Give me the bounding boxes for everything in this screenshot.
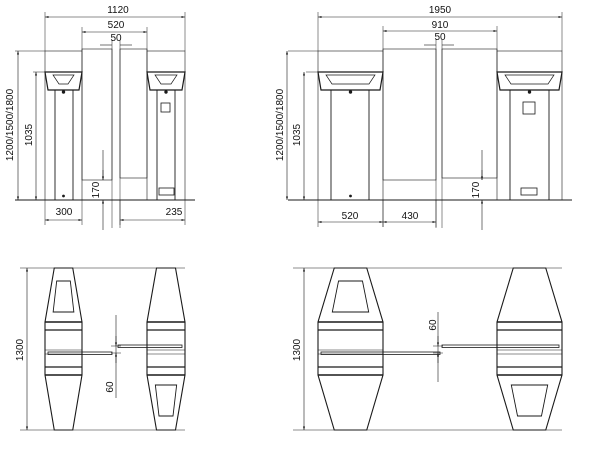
right-cabinet-head-inner: [154, 74, 178, 85]
right-cabinet-housing: [146, 50, 186, 201]
right-cabinet-head-inner: [504, 74, 555, 85]
left-cabinet-head: [44, 71, 83, 91]
right-gate-arm: [117, 344, 183, 348]
dim-overall-width-wide: 1950: [429, 5, 452, 16]
dim-panel-clearance-wide: 170: [471, 181, 482, 198]
right-cabinet-body: [509, 89, 550, 201]
dim-left-cabinet-width-narrow: 300: [56, 207, 73, 218]
dim-cabinet-height-narrow: 1035: [24, 123, 35, 146]
left-cabinet-bolt-icon: [62, 194, 65, 198]
dim-depth-narrow: 1300: [15, 338, 26, 361]
dim-cabinet-height-wide: 1035: [292, 123, 303, 146]
dim-overall-width-narrow: 1120: [107, 5, 129, 16]
left-gate-arm: [320, 351, 441, 355]
right-cabinet-housing: [496, 50, 563, 201]
right-cabinet-head: [496, 71, 563, 91]
left-glass-panel: [382, 48, 437, 181]
right-wing-unit: [146, 267, 186, 431]
left-glass-panel: [81, 48, 113, 181]
right-wing-unit-window: [154, 384, 178, 417]
dim-arm-gap-wide: 60: [428, 319, 439, 331]
dim-panel-width-wide: 430: [402, 211, 419, 222]
dim-arm-gap-narrow: 60: [105, 381, 116, 393]
service-hatch: [520, 187, 538, 196]
right-gate-arm: [441, 344, 560, 348]
left-cabinet-head-inner: [52, 74, 75, 85]
dim-height-options-wide: 1200/1500/1800: [275, 88, 286, 161]
right-wing-unit-window: [510, 384, 549, 417]
left-cabinet-bolt-icon: [349, 194, 352, 198]
dim-panel-clearance-narrow: 170: [91, 181, 102, 198]
left-wing-unit: [317, 267, 384, 431]
dim-depth-wide: 1300: [292, 338, 303, 361]
dim-gap-narrow: 50: [110, 33, 122, 44]
dim-gap-wide: 50: [434, 32, 446, 43]
card-reader-window: [522, 101, 536, 115]
left-cabinet-head-inner: [325, 74, 376, 85]
dim-cabinet-width-wide: 520: [342, 211, 359, 222]
right-cabinet-sensor-icon: [164, 90, 168, 94]
card-reader-window: [160, 102, 171, 113]
left-gate-arm: [47, 351, 113, 355]
right-glass-panel: [441, 48, 498, 179]
left-wing-unit: [44, 267, 83, 431]
left-cabinet-sensor-icon: [348, 90, 353, 94]
right-glass-panel: [119, 48, 148, 179]
right-cabinet-body: [156, 89, 176, 201]
dim-passage-width-narrow: 520: [108, 20, 125, 31]
left-cabinet-body: [54, 89, 74, 201]
left-cabinet-head: [317, 71, 384, 91]
dim-passage-width-wide: 910: [432, 20, 449, 31]
left-cabinet-body: [330, 89, 370, 201]
left-cabinet-sensor-icon: [61, 90, 66, 94]
left-wing-unit-window: [52, 280, 75, 313]
service-hatch: [158, 187, 175, 196]
right-cabinet-sensor-icon: [527, 90, 532, 94]
right-wing-unit: [496, 267, 563, 431]
right-cabinet-head: [146, 71, 186, 91]
left-cabinet-housing: [44, 50, 83, 201]
dim-height-options-narrow: 1200/1500/1800: [5, 88, 16, 161]
left-cabinet-housing: [317, 50, 384, 201]
left-wing-unit-window: [331, 280, 370, 313]
dim-right-offset-narrow: 235: [166, 207, 183, 218]
